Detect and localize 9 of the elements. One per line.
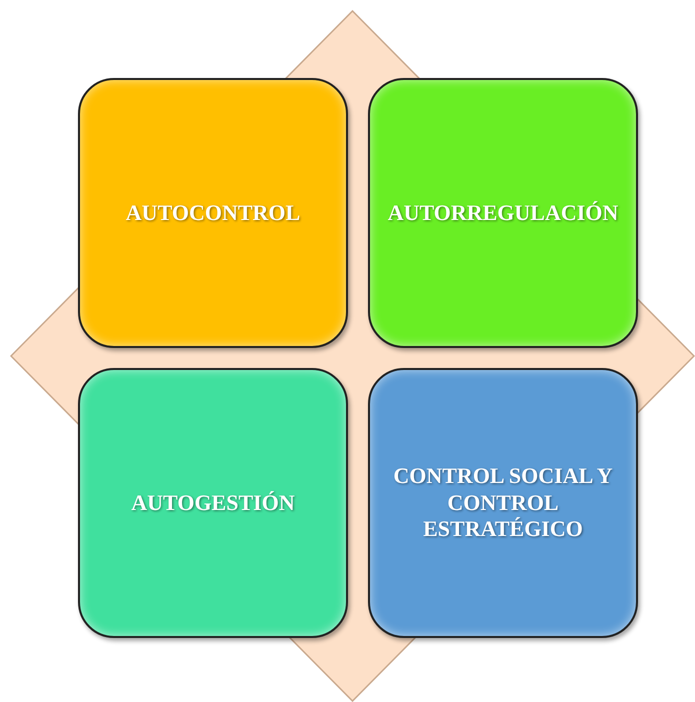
box-label: CONTROL SOCIAL Y CONTROL ESTRATÉGICO (392, 463, 614, 543)
box-label: AUTORREGULACIÓN (386, 200, 620, 226)
rounded-box (368, 368, 638, 638)
box-label: AUTOGESTIÓN (130, 490, 296, 516)
rounded-box (78, 78, 348, 348)
background-diamond (10, 10, 695, 702)
rounded-box (368, 78, 638, 348)
box-label: AUTOCONTROL (124, 200, 302, 226)
rounded-box (78, 368, 348, 638)
